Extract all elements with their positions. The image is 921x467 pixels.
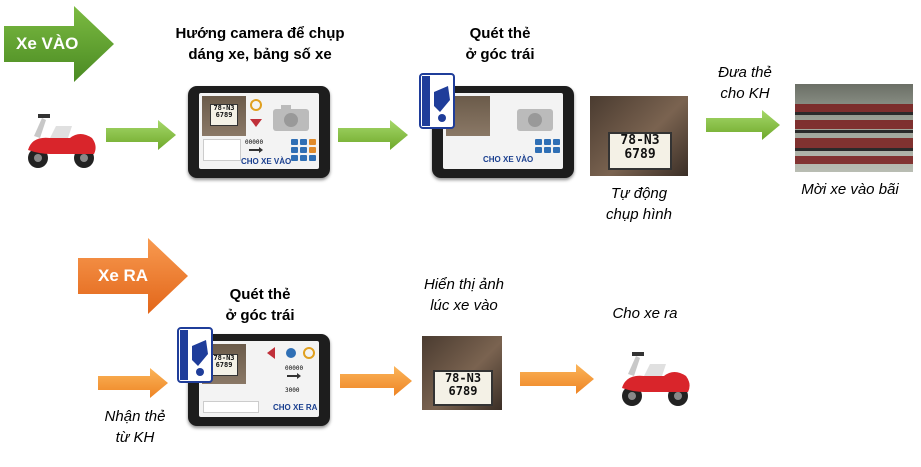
show-image-line1: Hiển thị ảnh: [423, 276, 505, 293]
status-icons: [267, 347, 315, 359]
keypad-key[interactable]: [535, 147, 542, 153]
entry-tag-label: Xe VÀO: [16, 34, 79, 53]
keypad-key[interactable]: [300, 139, 307, 145]
scooter-icon: [28, 114, 96, 168]
camera-placeholder-icon: [517, 109, 553, 131]
keypad-key[interactable]: [300, 147, 307, 153]
let-out-button[interactable]: CHO XE RA: [273, 403, 318, 412]
arrow-right-icon: [287, 373, 301, 379]
entry-arrow-2: [338, 120, 408, 150]
receive-card-line2: từ KH: [115, 429, 155, 446]
keypad-key[interactable]: [309, 147, 316, 153]
give-card-line2: cho KH: [720, 85, 770, 102]
keypad-key[interactable]: [309, 139, 316, 145]
keypad-key[interactable]: [291, 139, 298, 145]
counter: 00000: [245, 139, 264, 146]
step1-title-line2: dáng xe, bảng số xe: [188, 46, 332, 63]
show-image-line2: lúc xe vào: [430, 297, 498, 314]
keypad-key[interactable]: [544, 147, 551, 153]
parked-motorbikes-illustration: [795, 104, 913, 164]
entry-arrow-1: [106, 120, 176, 150]
tablet-screen: CHO XE VÀO: [443, 93, 563, 169]
exit-arrow-2: [340, 366, 412, 396]
counter: 00000: [285, 365, 304, 372]
scooter-icon: [622, 352, 690, 406]
arrow-right-icon: [249, 147, 263, 153]
step2-title-line2: ở góc trái: [465, 46, 535, 63]
exit-tag-arrow: [78, 238, 188, 314]
let-out-label: Cho xe ra: [612, 305, 678, 322]
entry-tag-arrow: [4, 6, 114, 82]
let-in-button[interactable]: CHO XE VÀO: [483, 155, 534, 164]
parking-fee: 3000: [285, 387, 300, 394]
parking-card-icon: [419, 73, 455, 129]
keypad-key[interactable]: [535, 139, 542, 145]
auto-capture-line1: Tự động: [610, 185, 668, 202]
rotate-icon: [250, 99, 262, 127]
parking-lot-photo: [795, 84, 913, 172]
exit-arrow-1: [98, 368, 168, 398]
camera-placeholder-icon: [273, 105, 309, 131]
give-card-line1: Đưa thẻ: [718, 64, 772, 81]
step2-title-line1: Quét thẻ: [469, 25, 531, 42]
step1-title-line1: Hướng camera để chụp: [175, 25, 345, 42]
slot-count-box: [203, 139, 241, 161]
exit-scan-title-line2: ở góc trái: [225, 307, 295, 324]
exit-arrow-3: [520, 364, 594, 394]
invite-in-label: Mời xe vào bãi: [801, 181, 899, 198]
let-in-button[interactable]: CHO XE VÀO: [241, 157, 292, 166]
exit-scan-title-line1: Quét thẻ: [229, 286, 291, 303]
exit-tag-label: Xe RA: [98, 266, 149, 285]
receive-card-line1: Nhận thẻ: [104, 408, 166, 425]
parking-card-icon: [177, 327, 213, 383]
keypad-key[interactable]: [291, 147, 298, 153]
keypad-key[interactable]: [300, 155, 307, 161]
keypad-key[interactable]: [553, 139, 560, 145]
history-field: [203, 401, 259, 413]
auto-capture-line2: chụp hình: [606, 206, 672, 223]
keypad-key[interactable]: [291, 155, 298, 161]
keypad-key[interactable]: [309, 155, 316, 161]
keypad-key[interactable]: [553, 147, 560, 153]
entry-arrow-3: [706, 110, 780, 140]
keypad-key[interactable]: [544, 139, 551, 145]
